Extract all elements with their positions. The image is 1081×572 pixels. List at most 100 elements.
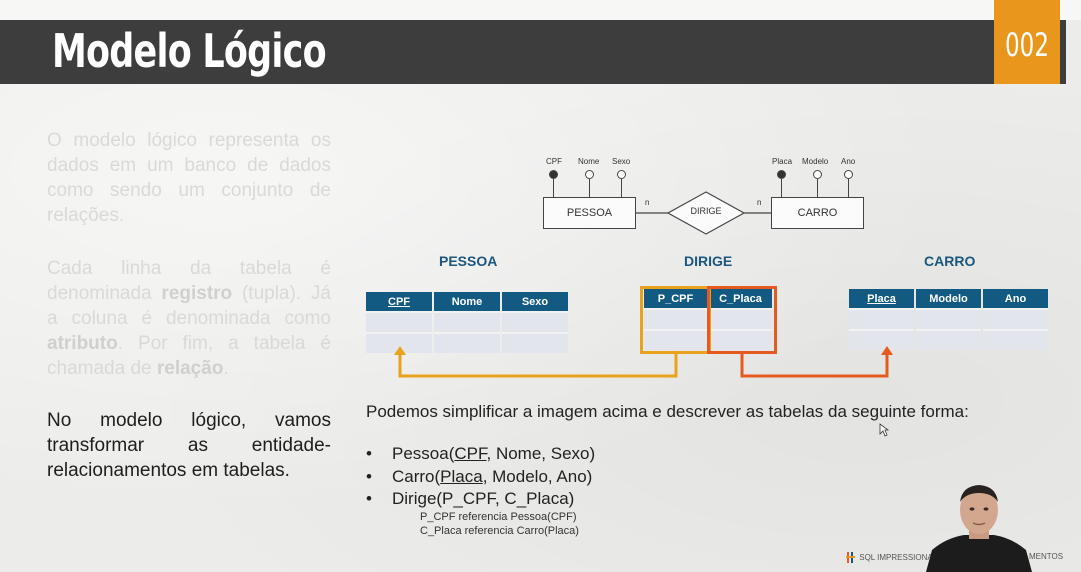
reference-p-cpf: P_CPF referencia Pessoa(CPF)	[420, 511, 577, 523]
term-atributo: atributo	[47, 333, 118, 354]
table-row	[849, 308, 1048, 329]
bullet-text: Pessoa(	[392, 444, 455, 463]
table-carro: Placa Modelo Ano	[847, 289, 1050, 350]
bullet-key: Placa	[440, 467, 483, 486]
bullet-text: , Nome, Sexo)	[486, 444, 596, 463]
col-header-ano: Ano	[983, 289, 1048, 308]
attr-dot	[585, 170, 594, 179]
para2-text: (tupla). Já a coluna é denominada como	[47, 283, 331, 329]
table-cell	[983, 308, 1048, 329]
table-pessoa: CPF Nome Sexo	[364, 292, 570, 353]
table-cell	[434, 311, 500, 332]
attr-label-placa: Placa	[772, 157, 793, 166]
col-header-sexo: Sexo	[502, 292, 568, 311]
title-bar	[0, 20, 1066, 84]
col-header-placa: Placa	[849, 289, 914, 308]
attr-stem	[781, 179, 783, 197]
attr-label-modelo: Modelo	[802, 157, 829, 166]
table-dirige: P_CPF C_Placa	[642, 289, 774, 350]
cardinality-left: n	[645, 198, 650, 207]
table-row	[366, 311, 568, 332]
table-cell	[502, 332, 568, 353]
table-title-dirige: DIRIGE	[684, 253, 733, 269]
attr-stem	[817, 179, 819, 197]
bullet-dirige: •Dirige(P_CPF, C_Placa)	[366, 489, 574, 509]
bullet-text: Carro(	[392, 467, 441, 486]
fk-arrow-pessoa	[398, 352, 678, 378]
attr-key-dot	[777, 170, 786, 179]
table-cell	[983, 329, 1048, 350]
table-title-carro: CARRO	[924, 253, 976, 269]
brand-text: SQL IMPRESSIONA	[859, 552, 933, 562]
description-text: Podemos simplificar a imagem acima e des…	[366, 402, 969, 421]
table-row	[849, 329, 1048, 350]
col-header-cpf: CPF	[366, 292, 432, 311]
highlight-c-placa	[707, 286, 777, 354]
attr-label-sexo: Sexo	[612, 157, 631, 166]
attr-dot	[617, 170, 626, 179]
fk-arrow-carro	[740, 352, 889, 378]
cardinality-right: n	[757, 198, 762, 207]
attr-dot	[844, 170, 853, 179]
table-title-pessoa: PESSOA	[439, 253, 498, 269]
bullet-carro: • Carro(Placa, Modelo, Ano)	[366, 467, 592, 487]
relationship-diamond	[666, 191, 746, 235]
paragraph-logical-model: O modelo lógico representa os dados em u…	[47, 130, 331, 226]
table-cell	[916, 308, 981, 329]
attr-label-ano: Ano	[841, 157, 856, 166]
bullet-dot: •	[366, 467, 372, 486]
reference-c-placa: C_Placa referencia Carro(Placa)	[420, 525, 579, 537]
table-cell	[709, 308, 772, 329]
entity-pessoa: PESSOA	[543, 197, 636, 229]
paragraph-table-terms: Cada linha da tabela é denominada regist…	[47, 256, 331, 381]
table-cell	[916, 329, 981, 350]
table-row	[644, 308, 772, 329]
brand-icon	[846, 552, 855, 563]
top-strip	[0, 0, 1081, 20]
brand-text-right: MENTOS	[1029, 552, 1064, 561]
bullet-key: CPF	[454, 444, 487, 463]
table-cell	[709, 329, 772, 350]
paragraph-transform: No modelo lógico, vamos transformar as e…	[47, 410, 331, 481]
para2-text: .	[223, 358, 229, 379]
table-cell	[366, 332, 432, 353]
attr-dot	[813, 170, 822, 179]
col-header-p-cpf: P_CPF	[644, 289, 707, 308]
attr-stem	[589, 179, 591, 197]
term-relacao: relação	[156, 358, 224, 379]
table-cell	[644, 329, 707, 350]
attr-stem	[848, 179, 850, 197]
table-cell	[502, 311, 568, 332]
table-row	[644, 329, 772, 350]
attr-label-nome: Nome	[578, 157, 600, 166]
table-cell	[434, 332, 500, 353]
entity-carro: CARRO	[771, 197, 864, 229]
term-registro: registro	[161, 283, 233, 304]
col-header-c-placa: C_Placa	[709, 289, 772, 308]
table-cell	[366, 311, 432, 332]
slide-number: 002	[1005, 26, 1049, 64]
bullet-dot: •	[366, 444, 372, 463]
mouse-cursor-icon	[879, 423, 889, 437]
slide-number-badge: 002	[994, 0, 1060, 84]
table-cell	[849, 329, 914, 350]
attr-stem	[621, 179, 623, 197]
para2-text: Cada linha da tabela é denominada	[47, 258, 331, 304]
table-row	[366, 332, 568, 353]
presenter-webcam	[926, 485, 1032, 572]
brand-logo: SQL IMPRESSIONA	[846, 552, 933, 563]
attr-label-cpf: CPF	[546, 157, 562, 166]
col-header-nome: Nome	[434, 292, 500, 311]
col-header-modelo: Modelo	[916, 289, 981, 308]
attr-stem	[553, 179, 555, 197]
para2-text: . Por fim, a tabela é chamada de	[47, 333, 331, 379]
slide-title: Modelo Lógico	[52, 24, 327, 78]
bullet-text: Dirige(P_CPF, C_Placa)	[392, 489, 575, 508]
bullet-pessoa: • Pessoa(CPF, Nome, Sexo)	[366, 444, 595, 464]
bullet-text: , Modelo, Ano)	[482, 467, 593, 486]
table-cell	[849, 308, 914, 329]
